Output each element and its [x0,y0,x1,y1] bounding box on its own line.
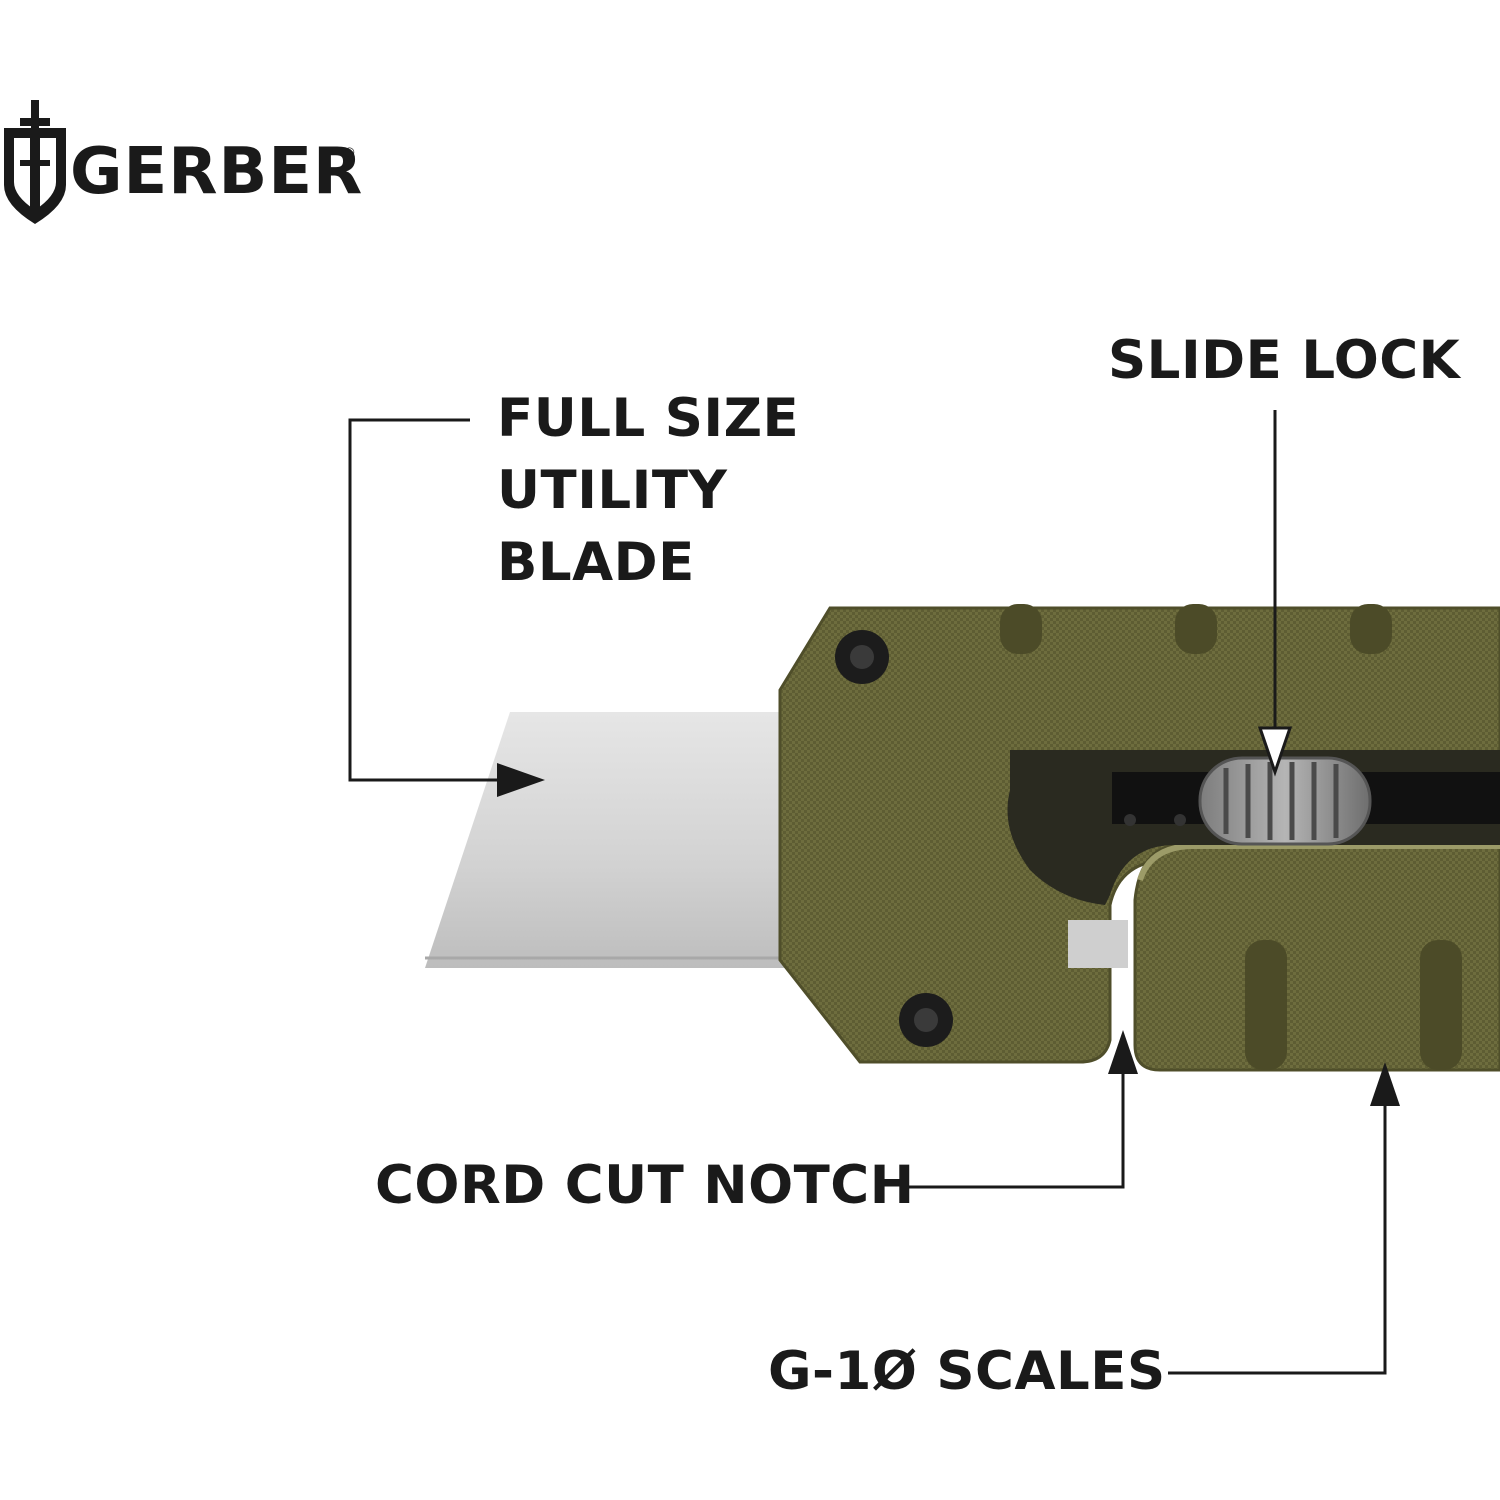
callout-cord-cut-notch: CORD CUT NOTCH [375,1155,915,1216]
callout-slide-lock: SLIDE LOCK [1108,330,1461,391]
registered-mark: ® [343,146,356,161]
torx-screw-top [835,630,889,684]
leader-line-scales [1168,1098,1387,1375]
torx-screw-bottom [899,993,953,1047]
grip-grooves-top [1000,604,1392,654]
leader-line-cord-cut [905,1070,1125,1189]
leader-line-blade [348,418,505,782]
callout-blade-line-1: FULL SIZE [497,388,800,449]
utility-blade [425,712,860,968]
callout-blade: FULL SIZE UTILITY BLADE [497,383,799,599]
arrow-slide-lock [1257,726,1293,777]
callout-blade-line-3: BLADE [497,532,695,593]
arrow-cord-cut [1108,1030,1138,1074]
blade-in-notch [1068,920,1128,968]
callout-blade-line-2: UTILITY [497,460,728,521]
grip-grooves-bottom [1245,940,1462,1070]
slide-lock-button [1198,756,1372,846]
gerber-sword-shield-icon [4,100,66,224]
arrow-blade [497,763,545,797]
brand-wordmark: GERBER [70,135,364,209]
callout-g10-scales: G-1Ø SCALES [768,1341,1166,1402]
arrow-scales [1370,1062,1400,1106]
